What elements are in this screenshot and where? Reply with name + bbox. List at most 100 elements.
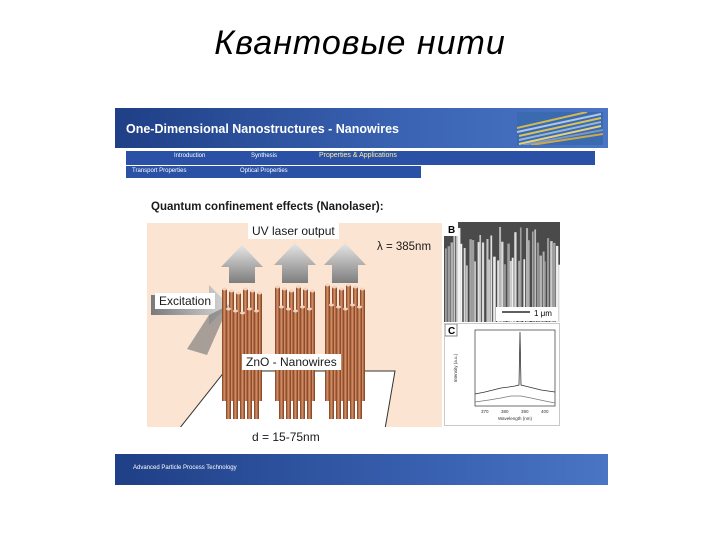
nanowire-tip: [247, 307, 252, 311]
nanowire: [282, 289, 287, 401]
sem-nanorod: [488, 259, 491, 322]
sem-nanorod: [511, 257, 514, 322]
nanowire-tip: [332, 285, 337, 289]
sem-nanorod: [503, 264, 506, 322]
x-tick-370: 370: [481, 409, 489, 414]
nanowire: [226, 309, 231, 419]
nav-item-synthesis[interactable]: Synthesis: [251, 153, 278, 159]
spectrum-peak-line: [474, 331, 556, 395]
zno-nanowires-label: ZnO - Nanowires: [242, 354, 341, 370]
nanowire-tip: [343, 307, 348, 311]
embedded-slide: One-Dimensional Nanostructures - Nanowir…: [115, 108, 608, 485]
sem-nanorod: [465, 265, 468, 322]
nanowire-tip: [275, 285, 280, 289]
sem-image: B 1 μm: [444, 222, 560, 322]
nanowire-tip: [282, 287, 287, 291]
sem-nanorod: [553, 242, 556, 322]
nanowire-tip: [279, 305, 284, 309]
sem-image-panel: B 1 μm: [444, 222, 560, 322]
nav-item-optical-properties[interactable]: Optical Properties: [240, 168, 288, 174]
nanowire-tip: [250, 289, 255, 293]
zno-nanowire-array: [222, 283, 365, 419]
nanowire: [339, 289, 344, 401]
sem-nanorod: [556, 245, 559, 322]
sem-nanorod: [456, 232, 459, 322]
sem-nanorod: [527, 240, 530, 322]
y-axis-label: Intensity (a.u.): [453, 353, 458, 382]
nanowire-tip: [357, 305, 362, 309]
nanowire: [357, 307, 362, 419]
nanowire: [229, 291, 234, 401]
wavelength-label: λ = 385nm: [377, 241, 432, 253]
sem-nanorod: [447, 246, 451, 322]
nanowire-tip: [222, 287, 227, 291]
nanowire: [243, 289, 248, 401]
sem-nanorod: [471, 240, 475, 322]
nanowire: [343, 309, 348, 419]
nav-bar-secondary: Transport Properties Optical Properties: [126, 166, 421, 178]
nanowire: [275, 287, 280, 401]
top-banner: One-Dimensional Nanostructures - Nanowir…: [115, 108, 608, 148]
sem-nanorod: [463, 248, 466, 322]
nanowire-tip: [240, 311, 245, 315]
excitation-label: Excitation: [155, 293, 216, 309]
nanowire: [233, 311, 238, 419]
sem-nanorod: [457, 228, 461, 322]
sem-nanorod: [531, 231, 534, 322]
uv-output-arrows: [221, 243, 366, 283]
diameter-label: d = 15-75nm: [252, 430, 320, 444]
sem-nanorod: [558, 264, 560, 322]
sem-nanorod: [550, 241, 553, 322]
slide-title: Квантовые нити: [214, 24, 506, 62]
sem-nanorod: [525, 228, 529, 322]
nav-item-transport-properties[interactable]: Transport Properties: [132, 168, 187, 174]
nanowire-tip: [325, 283, 330, 287]
nanowire: [310, 291, 315, 401]
sem-nanorod: [544, 261, 546, 322]
sem-nanorod: [518, 260, 521, 322]
sem-nanorod: [453, 229, 456, 322]
nanowire: [222, 289, 227, 401]
x-axis-label: Wavelength (nm): [498, 416, 533, 421]
nanowire-tip: [226, 307, 231, 311]
nav-item-introduction[interactable]: Introduction: [174, 153, 206, 159]
nanowire-tip: [243, 287, 248, 291]
panel-b-label: B: [448, 225, 455, 236]
sem-nanorod: [536, 242, 540, 322]
nanowire-tip: [286, 307, 291, 311]
bottom-banner: Advanced Particle Process Technology: [115, 454, 608, 485]
uv-laser-output-label: UV laser output: [248, 223, 339, 239]
scale-bar-label: 1 μm: [534, 309, 552, 318]
sem-nanorod: [519, 227, 522, 322]
nanowire: [353, 287, 358, 401]
sem-nanorod: [514, 232, 517, 322]
sem-nanorod: [450, 242, 453, 322]
nanowire: [236, 293, 241, 401]
spectrum-panel: C Intensity (a.u.) 370 380 390 400 Wavel…: [444, 323, 560, 426]
spectrum-broad-line: [474, 395, 556, 404]
sem-nanorod: [499, 226, 502, 322]
nav-item-properties-applications[interactable]: Properties & Applications: [319, 152, 397, 159]
section-title: Quantum confinement effects (Nanolaser):: [151, 201, 384, 213]
nanowire-tip: [300, 305, 305, 309]
banner-title: One-Dimensional Nanostructures - Nanowir…: [126, 122, 399, 136]
nanowire-tip: [257, 291, 262, 295]
x-tick-400: 400: [541, 409, 549, 414]
nanowire: [360, 289, 365, 401]
nanowire-tip: [303, 287, 308, 291]
sem-nanorod: [501, 241, 504, 322]
sem-nanorod: [493, 256, 496, 322]
nanowire-tip: [293, 309, 298, 313]
nanowire-tip: [353, 285, 358, 289]
nanowire: [303, 289, 308, 401]
sem-nanorod: [479, 234, 482, 322]
panel-c-label: C: [448, 326, 455, 337]
sem-nanorod: [460, 243, 463, 322]
sem-nanorod: [490, 235, 493, 322]
nanowire: [332, 287, 337, 401]
sem-nanorod: [542, 251, 545, 322]
plot-frame: [474, 329, 556, 407]
x-tick-380: 380: [501, 409, 509, 414]
nanowire-tip: [339, 287, 344, 291]
nanowire-tip: [346, 283, 351, 287]
